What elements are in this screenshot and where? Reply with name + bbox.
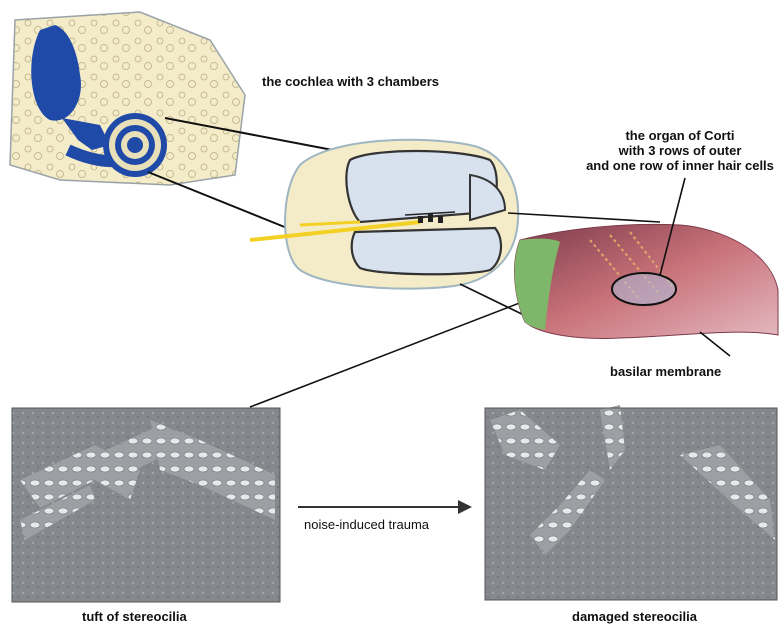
organ-of-corti-label: the organ of Corti with 3 rows of outer … <box>580 128 780 173</box>
organ-of-corti-tissue <box>515 178 778 356</box>
ear-section-illustration <box>10 12 245 185</box>
organ-label-line3: and one row of inner hair cells <box>580 158 780 173</box>
sem-image-damaged <box>485 405 777 600</box>
tuft-label: tuft of stereocilia <box>82 609 187 624</box>
cochlea-cross-section <box>250 140 518 289</box>
cochlea-spiral <box>103 113 167 177</box>
noise-trauma-label: noise-induced trauma <box>304 517 429 532</box>
organ-label-line1: the organ of Corti <box>580 128 780 143</box>
organ-label-line2: with 3 rows of outer <box>580 143 780 158</box>
scala-tympani <box>352 228 501 274</box>
organ-of-corti-highlight <box>612 273 676 305</box>
damaged-label: damaged stereocilia <box>572 609 697 624</box>
cochlea-label: the cochlea with 3 chambers <box>262 74 439 89</box>
trauma-arrow <box>298 500 472 514</box>
basilar-membrane-label: basilar membrane <box>610 364 721 379</box>
sem-image-healthy <box>12 408 280 602</box>
